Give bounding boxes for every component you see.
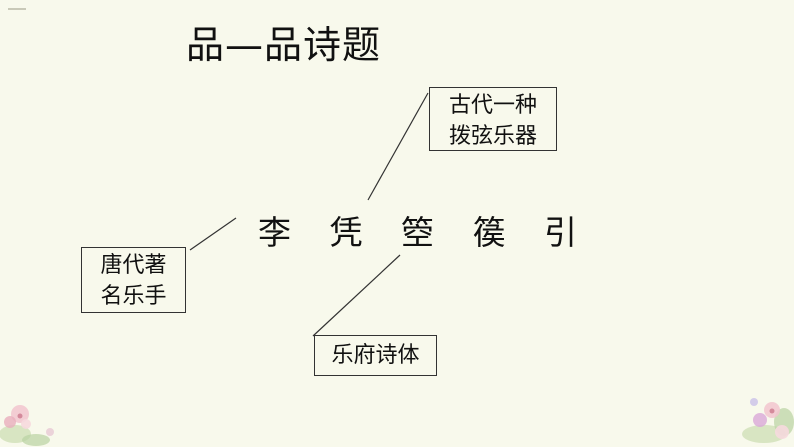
annotation-instrument-line2: 拨弦乐器 [448,124,537,149]
connector-genre [312,254,401,337]
annotation-genre-line1: 乐府诗体 [331,343,420,368]
slide-title: 品—品诗题 [186,23,382,67]
annotation-musician-line1: 唐代著 [100,253,167,278]
poem-title: 李 凭 箜 篌 引 [258,213,591,252]
annotation-instrument-line1: 古代一种 [448,93,537,118]
annotation-musician-line2: 名乐手 [100,284,167,309]
annotation-musician-box: 唐代著 名乐手 [81,247,186,313]
connector-instrument [367,92,429,201]
corner-mark [8,8,26,10]
connector-musician [189,217,237,251]
annotation-genre-box: 乐府诗体 [314,335,437,376]
flower-decoration-right-icon [742,398,794,443]
annotation-instrument-box: 古代一种 拨弦乐器 [429,87,557,151]
flower-decoration-left-icon [0,405,54,446]
